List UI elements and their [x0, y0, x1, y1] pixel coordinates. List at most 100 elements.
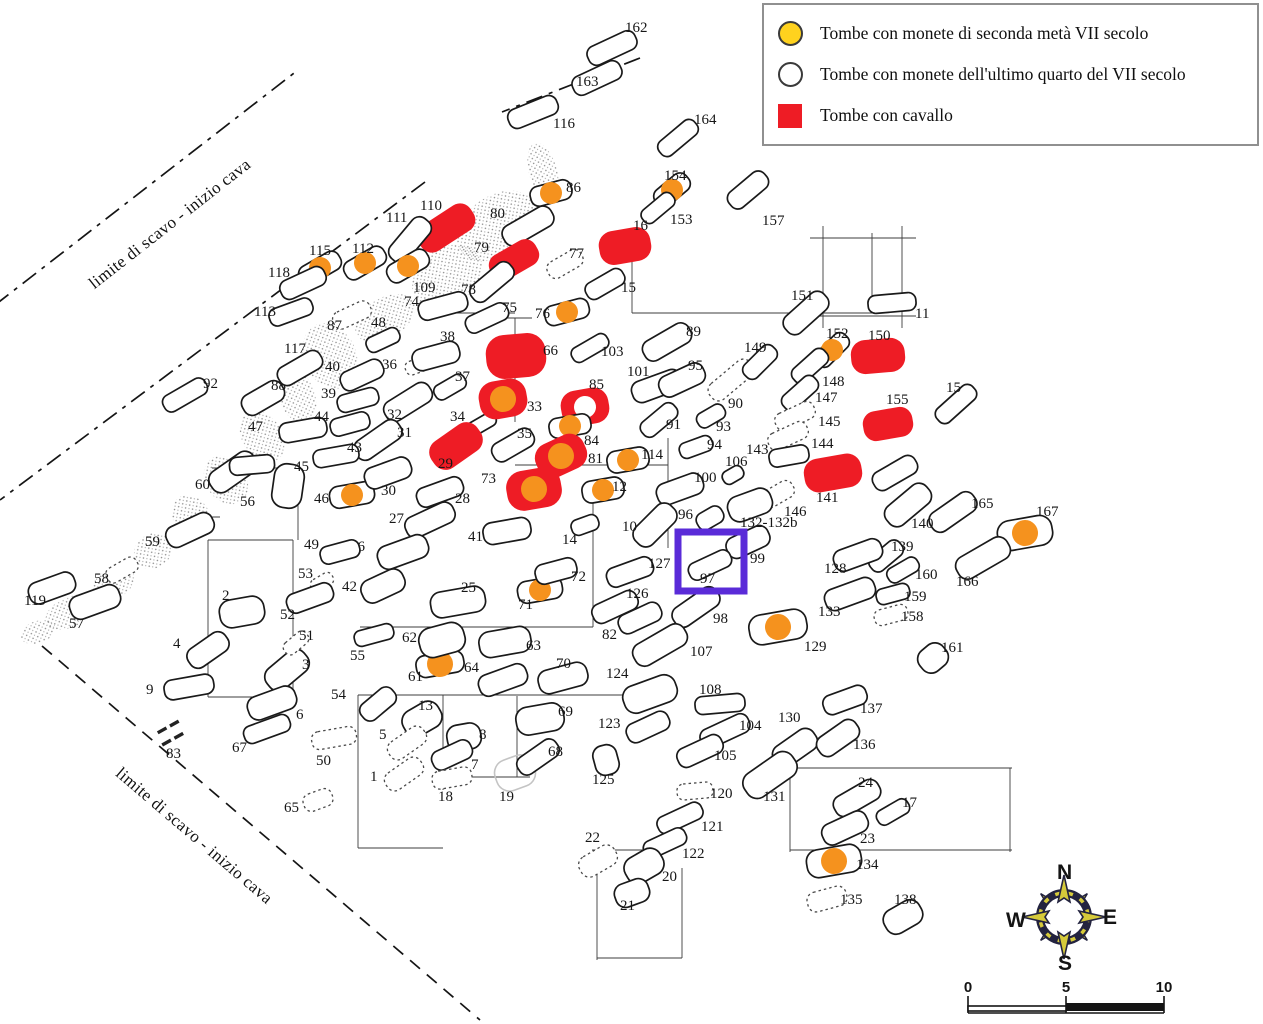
- tomb-6: [246, 685, 298, 721]
- tomb-label-104: 104: [739, 718, 762, 734]
- tomb-label-109: 109: [413, 280, 436, 296]
- tomb-11: [867, 291, 917, 315]
- tomb-75: [464, 301, 510, 335]
- tomb-label-165: 165: [971, 496, 994, 512]
- tomb-160: [885, 556, 921, 584]
- tomb-114: [606, 446, 650, 474]
- tomb-39: [336, 386, 380, 414]
- tomb-label-80: 80: [490, 206, 505, 222]
- tomb-163: [571, 59, 623, 97]
- tomb-label-30: 30: [381, 483, 396, 499]
- tomb-label-17: 17: [902, 795, 918, 811]
- tomb-label-150: 150: [868, 328, 891, 344]
- tomb-77: [546, 248, 584, 280]
- tomb-label-123: 123: [598, 716, 621, 732]
- tomb-label-116: 116: [553, 116, 575, 132]
- tomb-label-93: 93: [716, 419, 731, 435]
- tomb-label-6: 6: [296, 707, 304, 723]
- tomb-137: [821, 684, 869, 716]
- tomb-label-162: 162: [625, 20, 648, 36]
- tomb-40: [339, 358, 385, 392]
- tomb-label-153: 153: [670, 212, 693, 228]
- tomb-97: [687, 548, 733, 582]
- tomb-label-48: 48: [371, 315, 386, 331]
- tomb-label-122: 122: [682, 846, 705, 862]
- tomb-7: [430, 738, 474, 772]
- tomb-2: [218, 595, 266, 629]
- tomb-label-163: 163: [576, 74, 599, 90]
- tomb-9: [163, 673, 215, 701]
- tomb-134: [805, 843, 863, 879]
- tomb-5: [386, 725, 428, 761]
- tomb-label-117: 117: [284, 341, 306, 357]
- tomb-label-161: 161: [941, 640, 964, 656]
- legend-item-white: Tombe con monete dell'ultimo quarto del …: [776, 62, 1245, 88]
- tomb-label-71: 71: [518, 597, 533, 613]
- stipple-band: [239, 410, 285, 464]
- tomb-159: [875, 582, 911, 606]
- tomb-label-83: 83: [166, 746, 181, 762]
- tomb-153: [640, 191, 676, 225]
- tomb-label-72: 72: [571, 569, 586, 585]
- tomb-label-126: 126: [626, 586, 649, 602]
- tomb-label-164: 164: [694, 112, 717, 128]
- tomb-136: [815, 718, 861, 758]
- tomb-label-50: 50: [316, 753, 331, 769]
- tomb-label-41: 41: [468, 529, 483, 545]
- tomb-96: [695, 505, 725, 531]
- tomb-label-27: 27: [389, 511, 405, 527]
- tomb-label-96: 96: [678, 507, 694, 523]
- tomb-label-113: 113: [254, 304, 276, 320]
- tomb-129: [747, 608, 809, 646]
- tomb-27: [403, 501, 457, 539]
- tomb-label-49: 49: [304, 537, 319, 553]
- legend-label: Tombe con cavallo: [820, 105, 953, 126]
- tomb-149: [741, 343, 779, 381]
- tomb-label-137: 137: [860, 701, 883, 717]
- tomb-label-1: 1: [370, 769, 378, 785]
- tomb-100: [655, 472, 705, 506]
- tomb-label-2: 2: [222, 588, 230, 604]
- tomb-label-75: 75: [502, 300, 517, 316]
- stipple-band: [133, 532, 173, 570]
- tomb-label-53: 53: [298, 566, 313, 582]
- tomb-label-128: 128: [824, 561, 847, 577]
- tomb-63: [478, 625, 532, 659]
- tomb-78: [469, 260, 515, 304]
- legend-item-red: Tombe con cavallo: [776, 103, 1245, 128]
- tomb-label-159: 159: [904, 589, 927, 605]
- tomb-label-62: 62: [402, 630, 417, 646]
- tomb-86: [529, 178, 573, 208]
- tomb-138: [882, 898, 924, 936]
- tomb-47: [278, 416, 328, 444]
- tomb-label-14: 14: [562, 532, 578, 548]
- tomb-4: [186, 630, 230, 670]
- tomb-50: [310, 725, 358, 751]
- tomb-label-145: 145: [818, 414, 841, 430]
- tomb-label-120: 120: [710, 786, 733, 802]
- tomb-label-45: 45: [294, 459, 309, 475]
- tomb-label-106: 106: [725, 454, 748, 470]
- tomb-label-166: 166: [956, 574, 979, 590]
- tomb-label-155: 155: [886, 392, 909, 408]
- excavation-limit-line: [41, 645, 481, 1021]
- tomb-38: [411, 340, 461, 372]
- tomb-107: [631, 622, 689, 668]
- tomb-22: [577, 844, 619, 878]
- tomb-label-114: 114: [641, 447, 663, 463]
- tomb-label-70: 70: [556, 656, 571, 672]
- tomb-16: [598, 227, 652, 265]
- tomb-label-66: 66: [543, 343, 559, 359]
- tomb-144: [767, 420, 809, 452]
- tomb-49: [319, 538, 361, 566]
- tomb-21: [613, 877, 651, 909]
- tomb-57: [68, 583, 122, 621]
- tomb-124: [621, 673, 679, 715]
- tomb-label-139: 139: [891, 539, 914, 555]
- tomb-label-136: 136: [853, 737, 876, 753]
- tomb-10: [632, 502, 678, 548]
- tomb-label-138: 138: [894, 892, 917, 908]
- legend-label: Tombe con monete dell'ultimo quarto del …: [820, 64, 1186, 85]
- tomb-165: [928, 490, 978, 534]
- tomb-141: [803, 453, 863, 493]
